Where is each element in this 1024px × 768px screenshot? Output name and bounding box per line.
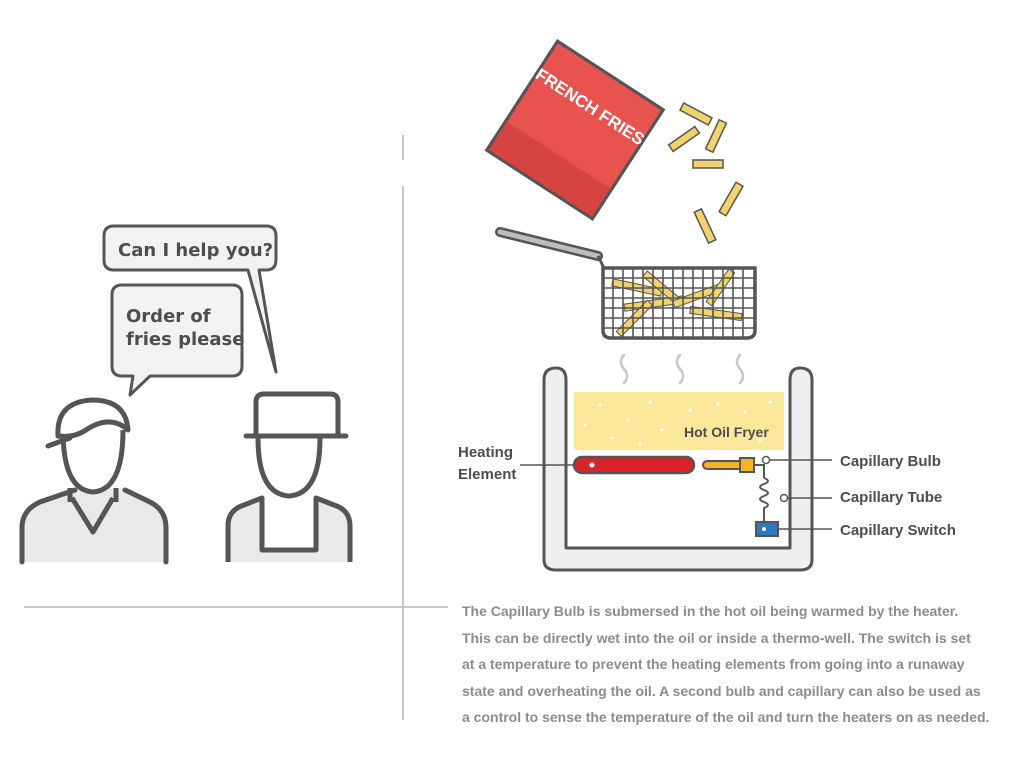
fryer-basket-icon — [495, 227, 757, 340]
french-fries-bag-icon: FRENCH FRIES — [484, 39, 666, 221]
steam-lines — [619, 353, 745, 385]
hot-oil — [574, 392, 784, 450]
clerk-speech-bubble: Can I help you? — [102, 224, 278, 374]
caption-line: This can be directly wet into the oil or… — [462, 629, 971, 646]
caption-line: at a temperature to prevent the heating … — [462, 656, 965, 672]
heating-element-label-line2: Element — [458, 466, 516, 483]
capillary-coil-icon — [759, 477, 769, 522]
capillary-switch-label: Capillary Switch — [840, 522, 956, 539]
customer-person-icon — [19, 397, 169, 565]
capillary-assembly: Capillary Bulb Capillary Tube Capillary … — [702, 453, 956, 539]
capillary-tube-label: Capillary Tube — [840, 489, 942, 506]
hot-oil-label: Hot Oil Fryer — [684, 424, 769, 440]
customer-speech-line2: fries please — [126, 329, 244, 350]
fryer-pot-icon: Hot Oil Fryer — [542, 366, 814, 572]
heating-element-icon: Heating Element — [458, 444, 696, 483]
caption-line: The Capillary Bulb is submersed in the h… — [462, 603, 959, 619]
clerk-speech-text: Can I help you? — [118, 240, 273, 261]
customer-speech-bubble: Order of fries please — [110, 283, 244, 397]
caption-line: a control to sense the temperature of th… — [462, 709, 990, 725]
heating-element-label-line1: Heating — [458, 444, 513, 461]
customer-speech-line1: Order of — [126, 306, 211, 327]
capillary-switch-icon — [755, 521, 779, 537]
capillary-bulb-label: Capillary Bulb — [840, 453, 941, 470]
clerk-person-icon — [225, 391, 353, 562]
diagram-caption: The Capillary Bulb is submersed in the h… — [462, 598, 1002, 731]
divider-lines — [24, 135, 448, 720]
caption-line: state and overheating the oil. A second … — [462, 682, 981, 699]
falling-fries — [667, 101, 744, 245]
capillary-bulb-icon — [702, 460, 746, 470]
